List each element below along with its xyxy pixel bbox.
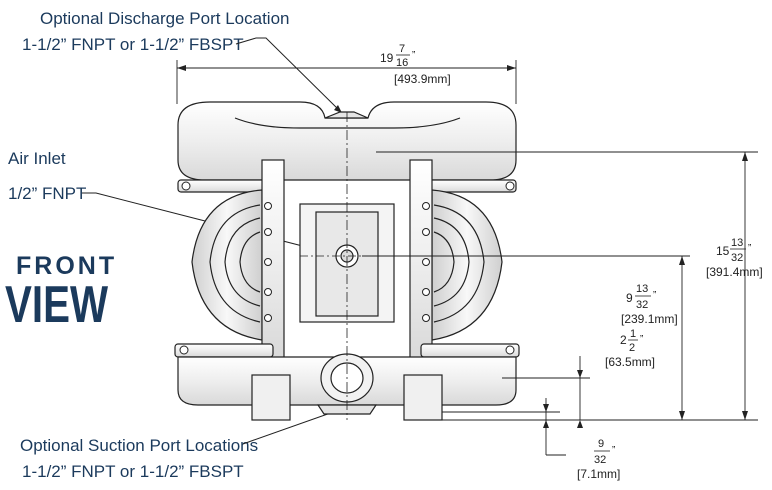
dimension-lines <box>176 60 758 456</box>
dimension-arrowheads <box>177 65 748 428</box>
right-chamber-rib-3 <box>433 231 455 293</box>
left-center-support <box>261 159 285 359</box>
inlet-height-whole: 9 <box>626 291 633 305</box>
manifold-contour <box>234 117 461 129</box>
overall-width-dimension: 19 7 16 ” [493.9mm] <box>380 43 451 86</box>
width-whole: 19 <box>380 51 394 65</box>
right-top-flange <box>425 179 517 193</box>
air-inlet-callout-line2: 1/2” FNPT <box>8 184 86 203</box>
discharge-port-boss <box>324 111 369 119</box>
discharge-leader-line <box>235 37 343 114</box>
discharge-callout-line1: Optional Discharge Port Location <box>40 9 289 28</box>
base-gap-num: 9 <box>598 438 604 450</box>
width-num: 7 <box>399 43 405 55</box>
foot-height-dimension: 2 1 2 ” [63.5mm] <box>605 328 655 369</box>
width-unit: ” <box>412 50 415 61</box>
front-label: FRONT <box>16 252 117 280</box>
pump-body <box>174 101 520 421</box>
right-chamber-rib-1 <box>433 204 485 323</box>
view-label: VIEW <box>5 276 109 334</box>
right-bottom-flange <box>420 343 520 358</box>
base-gap-den: 32 <box>594 454 606 466</box>
suction-callout-line1: Optional Suction Port Locations <box>20 436 258 455</box>
width-metric: [493.9mm] <box>394 72 451 86</box>
base-gap-dimension: 9 32 ” [7.1mm] <box>577 438 620 481</box>
foot-height-den: 2 <box>629 342 635 354</box>
flange-bolts <box>179 181 515 355</box>
suction-callout-line2: 1-1/2” FNPT or 1-1/2” FBSPT <box>22 462 244 481</box>
width-den: 16 <box>396 57 408 69</box>
left-foot <box>251 374 291 421</box>
right-chamber-rib-2 <box>433 217 470 307</box>
left-diaphragm-chamber <box>191 189 263 341</box>
overall-height-num: 13 <box>731 237 743 249</box>
left-bottom-flange <box>174 343 274 358</box>
overall-height-metric: [391.4mm] <box>706 265 763 279</box>
foot-height-metric: [63.5mm] <box>605 355 655 369</box>
inlet-height-num: 13 <box>636 283 648 295</box>
suction-port-callout: Optional Suction Port Locations 1-1/2” F… <box>20 409 344 481</box>
inlet-height-den: 32 <box>636 299 648 311</box>
overall-height-whole: 15 <box>716 244 730 258</box>
left-chamber-rib-1 <box>209 204 261 323</box>
front-view-label: FRONT VIEW <box>5 252 117 334</box>
overall-height-dimension: 15 13 32 ” [391.4mm] <box>706 237 763 279</box>
air-inlet-callout-line1: Air Inlet <box>8 149 66 168</box>
foot-height-unit: ” <box>640 334 643 345</box>
centerlines <box>300 112 394 420</box>
base-gap-metric: [7.1mm] <box>577 467 620 481</box>
foot-height-whole: 2 <box>620 333 627 347</box>
overall-height-unit: ” <box>748 243 751 254</box>
inlet-height-dimension: 9 13 32 ” [239.1mm] <box>621 283 678 326</box>
left-chamber-rib-2 <box>224 217 261 307</box>
right-foot <box>403 374 443 421</box>
right-diaphragm-chamber <box>431 189 503 341</box>
left-chamber-rib-3 <box>239 231 261 293</box>
discharge-port-callout: Optional Discharge Port Location 1-1/2” … <box>22 9 343 114</box>
overall-height-den: 32 <box>731 252 743 264</box>
discharge-leader-arrowhead <box>334 105 342 113</box>
air-inlet-callout: Air Inlet 1/2” FNPT <box>8 149 324 252</box>
discharge-callout-line2: 1-1/2” FNPT or 1-1/2” FBSPT <box>22 35 244 54</box>
suction-leader-line <box>242 409 340 445</box>
foot-height-num: 1 <box>630 328 636 340</box>
inlet-height-unit: ” <box>653 290 656 301</box>
inlet-height-metric: [239.1mm] <box>621 312 678 326</box>
left-top-flange <box>177 179 269 193</box>
right-center-support <box>409 159 433 359</box>
base-gap-unit: ” <box>612 445 615 456</box>
